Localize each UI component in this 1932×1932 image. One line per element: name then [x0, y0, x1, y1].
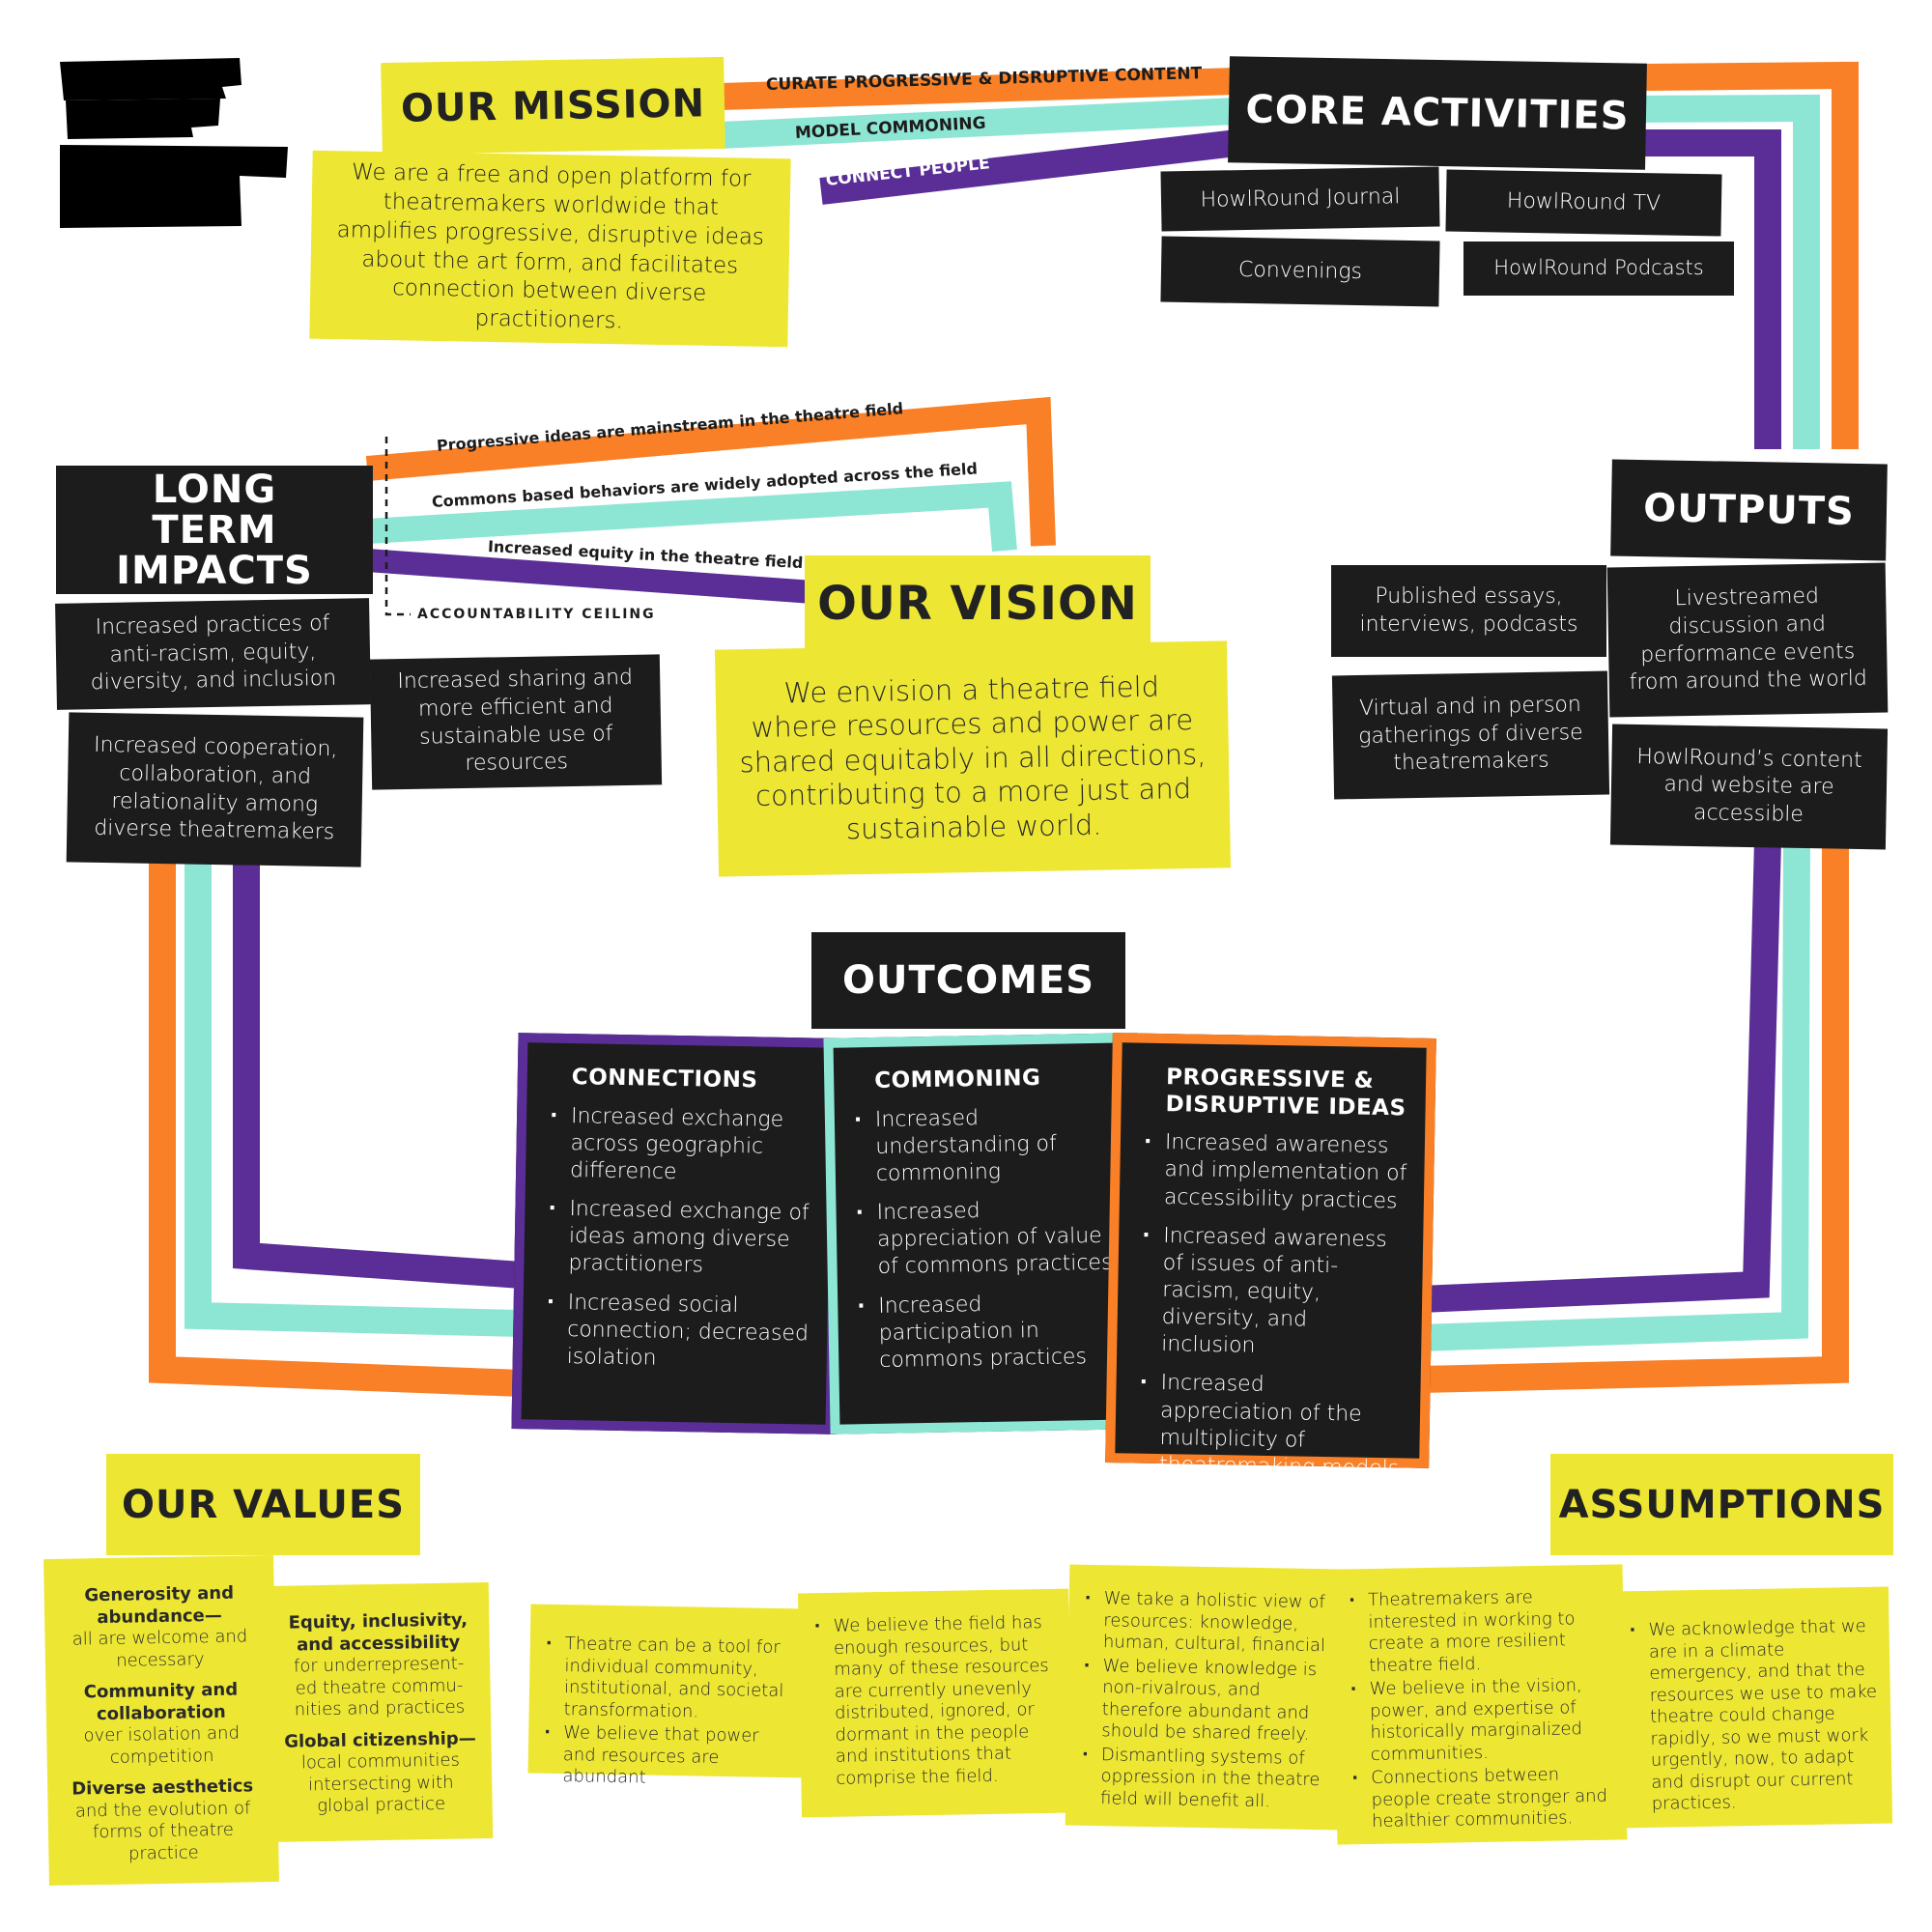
long-term-impacts-title: LONG TERM IMPACTS	[56, 466, 373, 594]
list-item: We acknowledge that we are in a climate …	[1648, 1616, 1880, 1816]
list-item: We believe the field has enough resource…	[833, 1612, 1060, 1790]
outputs-title: OUTPUTS	[1610, 459, 1888, 561]
orange-ribbon-right	[1419, 840, 1849, 1393]
core-item-journal: HowlRound Journal	[1160, 166, 1440, 232]
output-item-essays: Published essays, interviews, podcasts	[1331, 565, 1606, 657]
list-item: Increased awareness and implementation o…	[1164, 1129, 1407, 1215]
list-item: Increased appreciation of the multiplici…	[1158, 1370, 1403, 1510]
list-item: Increased appreciation of value of commo…	[876, 1196, 1114, 1282]
value-global-citizenship: Global citizenship—local communities int…	[284, 1727, 476, 1817]
teal-ribbon-right	[1419, 839, 1810, 1351]
list-item: Theatremakers are interested in working …	[1368, 1586, 1615, 1677]
assumption-note-2: We believe the field has enough resource…	[797, 1588, 1073, 1818]
list-item: We believe that power and resources are …	[562, 1722, 797, 1792]
core-activities-title: CORE ACTIVITIES	[1228, 56, 1647, 170]
long-term-item-sharing: Increased sharing and more efficient and…	[369, 654, 663, 790]
assumption-note-4: Theatremakers are interested in working …	[1332, 1564, 1628, 1845]
list-item: Increased participation in commons pract…	[878, 1289, 1116, 1375]
output-item-accessible: HowlRound’s content and website are acce…	[1609, 724, 1889, 850]
howlround-logo-icon	[60, 58, 288, 228]
list-item: Increased exchange across geographic dif…	[570, 1103, 813, 1189]
list-item: Increased awareness of issues of anti-ra…	[1161, 1223, 1406, 1363]
list-item: Theatre can be a tool for individual com…	[563, 1634, 799, 1724]
teal-ribbon-impact	[366, 481, 1017, 553]
vision-text: We envision a theatre field where resour…	[714, 640, 1232, 877]
values-title: OUR VALUES	[106, 1454, 420, 1555]
long-term-item-cooperation: Increased cooperation, collaboration, an…	[66, 712, 364, 867]
mission-title: OUR MISSION	[381, 56, 725, 156]
output-item-gatherings: Virtual and in person gatherings of dive…	[1331, 670, 1610, 800]
core-item-convenings: Convenings	[1160, 236, 1440, 307]
purple-ribbon-impact	[366, 549, 841, 606]
assumption-note-3: We take a holistic view of resources: kn…	[1065, 1564, 1343, 1831]
list-item: Connections between people create strong…	[1371, 1764, 1617, 1833]
teal-ribbon-left	[185, 850, 523, 1337]
mission-text: We are a free and open platform for thea…	[309, 150, 791, 348]
outcomes-title: OUTCOMES	[811, 932, 1125, 1029]
outcome-progressive-card: PROGRESSIVE & DISRUPTIVE IDEAS Increased…	[1105, 1033, 1436, 1507]
purple-ribbon-right	[1419, 839, 1781, 1313]
values-note-left: Generosity and abundance—all are welcome…	[43, 1554, 279, 1887]
outcome-connections-card: CONNECTIONS Increased exchange across ge…	[511, 1033, 842, 1435]
list-item: Increased understanding of commoning	[875, 1102, 1113, 1188]
outcome-progressive-title: PROGRESSIVE & DISRUPTIVE IDEAS	[1165, 1065, 1406, 1122]
purple-ribbon-left	[233, 850, 523, 1289]
assumption-note-1: Theatre can be a tool for individual com…	[527, 1604, 811, 1788]
long-term-item-antiracism: Increased practices of anti-racism, equi…	[55, 598, 371, 710]
list-item: We believe knowledge is non-rivalrous, a…	[1101, 1656, 1331, 1747]
list-item: We take a holistic view of resources: kn…	[1103, 1588, 1332, 1658]
list-item: Increased exchange of ideas among divers…	[568, 1196, 811, 1282]
assumptions-title: ASSUMPTIONS	[1550, 1454, 1893, 1555]
outcome-commoning-title: COMMONING	[873, 1065, 1041, 1094]
orange-ribbon-left	[149, 850, 523, 1397]
outcome-connections-title: CONNECTIONS	[571, 1065, 758, 1094]
value-generosity: Generosity and abundance—all are welcome…	[71, 1582, 248, 1671]
vision-title: OUR VISION	[805, 555, 1151, 652]
core-item-podcasts: HowlRound Podcasts	[1463, 242, 1734, 296]
list-item: Dismantling systems of oppression in the…	[1100, 1745, 1329, 1814]
orange-ribbon-impact	[365, 396, 1056, 547]
list-item: Increased social connection; decreased i…	[567, 1290, 810, 1376]
assumption-note-5: We acknowledge that we are in a climate …	[1612, 1586, 1893, 1829]
list-item: We believe in the vision, power, and exp…	[1370, 1675, 1617, 1766]
accountability-ceiling-line	[384, 437, 411, 616]
output-item-livestreamed: Livestreamed discussion and performance …	[1606, 562, 1889, 718]
outcome-commoning-card: COMMONING Increased understanding of com…	[823, 1033, 1145, 1435]
accountability-ceiling-label: ACCOUNTABILITY CEILING	[417, 607, 656, 622]
core-item-tv: HowlRound TV	[1445, 169, 1722, 237]
